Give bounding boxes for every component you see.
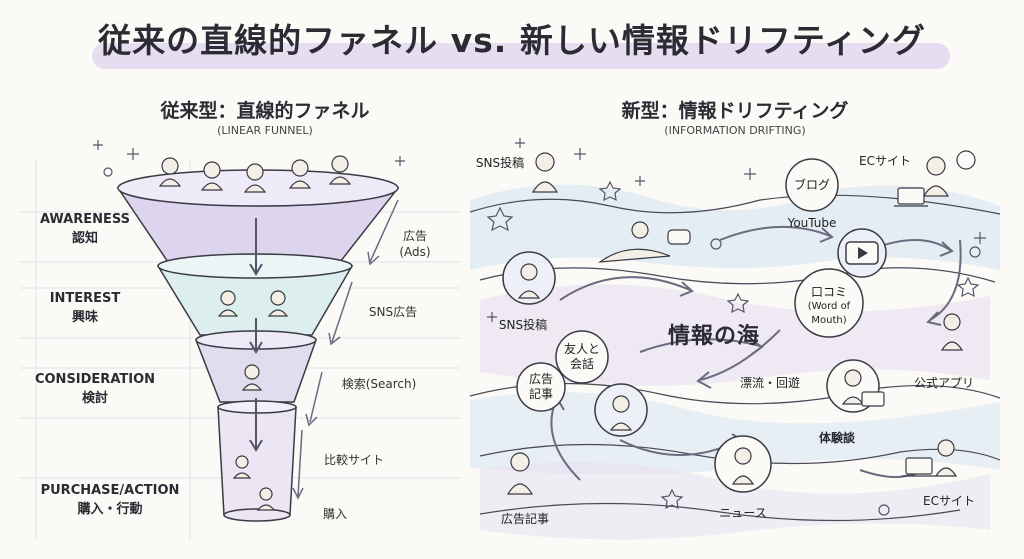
title-highlight bbox=[92, 43, 950, 69]
center-label-info-ocean: 情報の海 bbox=[668, 324, 761, 349]
left-panel-subtitle: (LINEAR FUNNEL) bbox=[217, 124, 313, 137]
label-ec-site-top: ECサイト bbox=[859, 154, 911, 168]
label-youtube: YouTube bbox=[787, 216, 837, 230]
side-label-search: 検索(Search) bbox=[341, 377, 417, 391]
label-official-app: 公式アプリ bbox=[913, 376, 974, 390]
left-panel-title: 従来型：直線的ファネル bbox=[160, 100, 370, 122]
crowd-icons bbox=[158, 155, 352, 511]
label-sns-post-top: SNS投稿 bbox=[475, 156, 525, 170]
label-sns-post-mid: SNS投稿 bbox=[498, 318, 548, 332]
side-label-compare: 比較サイト bbox=[323, 453, 384, 467]
label-experience: 体験談 bbox=[818, 431, 855, 445]
right-panel-subtitle: (INFORMATION DRIFTING) bbox=[664, 124, 806, 137]
label-ad-article-circle: 広告記事 bbox=[528, 372, 553, 401]
label-blog: ブログ bbox=[793, 178, 830, 192]
side-label-ads: 広告(Ads) bbox=[399, 229, 431, 259]
page-title: 従来の直線的ファネル vs. 新しい情報ドリフティング bbox=[98, 21, 926, 60]
label-ad-article-bottom: 広告記事 bbox=[500, 512, 549, 526]
play-icon bbox=[845, 241, 879, 265]
side-label-purchase: 購入 bbox=[322, 507, 347, 521]
label-friends-talk: 友人と会話 bbox=[563, 342, 600, 371]
label-news: ニュース bbox=[719, 506, 767, 520]
right-panel-title: 新型：情報ドリフティング bbox=[621, 100, 849, 122]
side-label-sns-ads: SNS広告 bbox=[368, 305, 418, 319]
label-ec-site-bottom: ECサイト bbox=[923, 494, 975, 508]
label-drift: 漂流・回遊 bbox=[739, 376, 800, 390]
